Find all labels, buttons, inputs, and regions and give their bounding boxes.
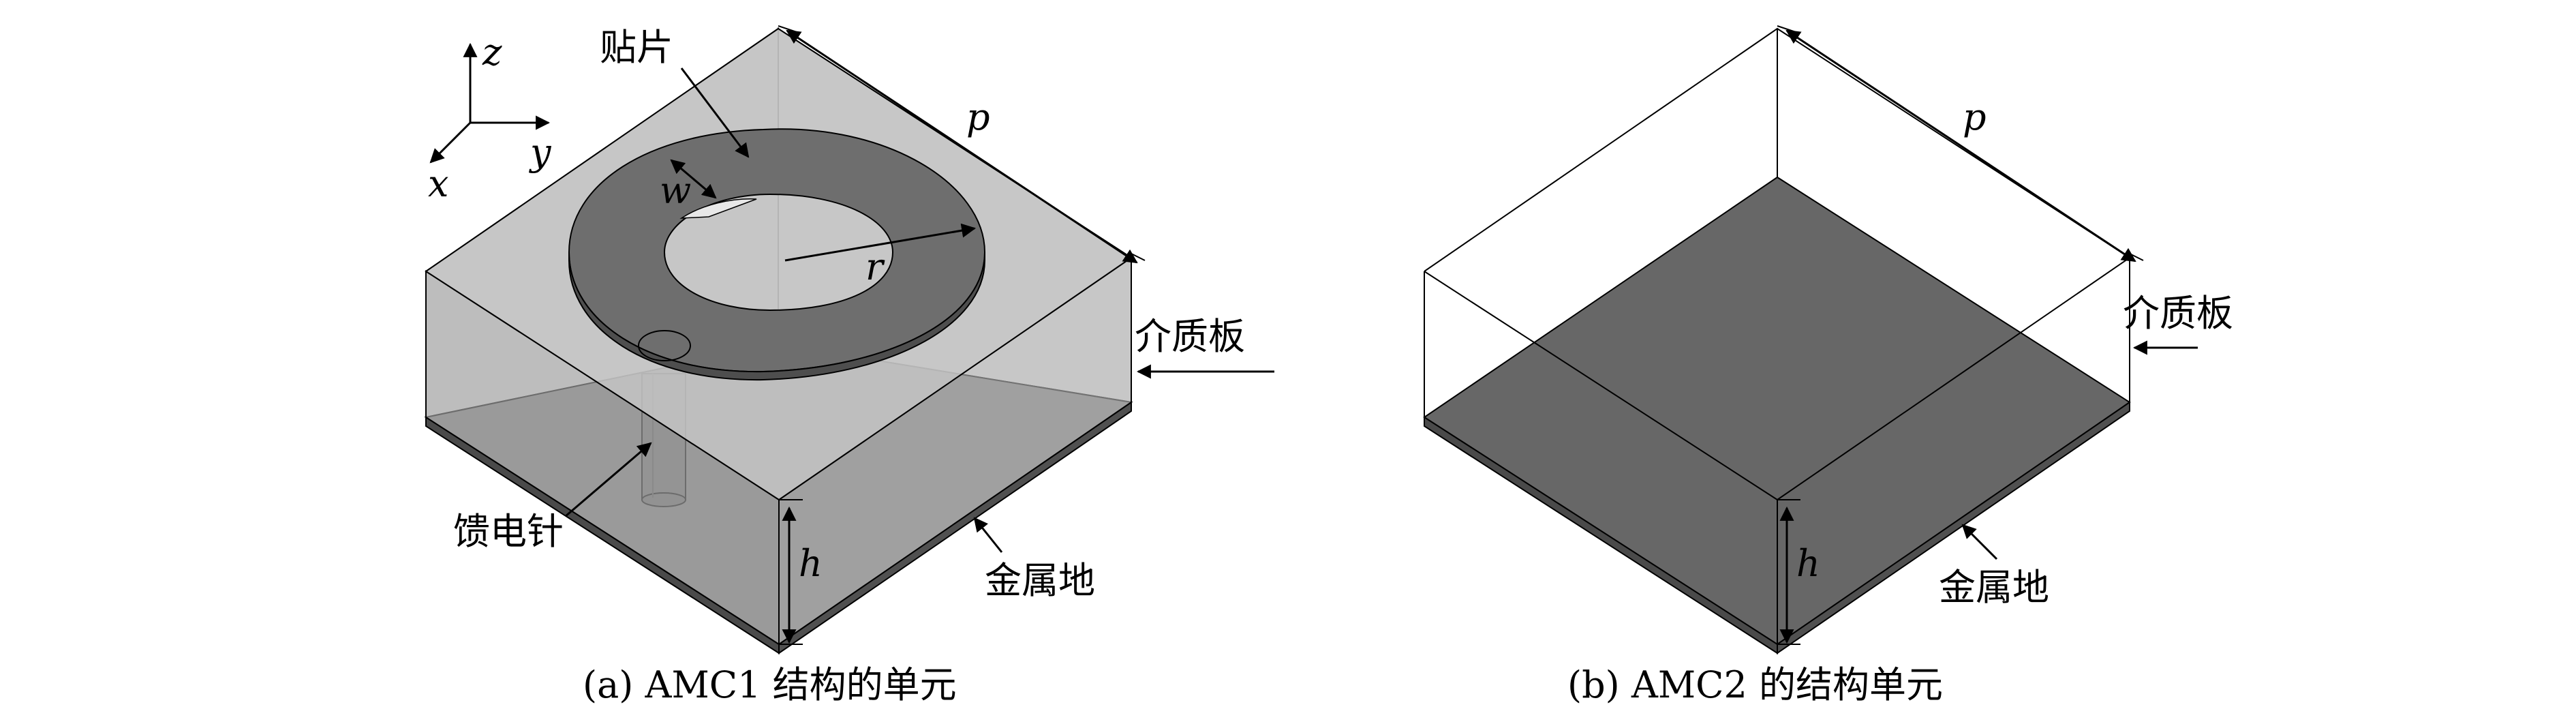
axis-label-y: y: [529, 131, 552, 174]
dimension-h-b: h: [1777, 499, 1820, 645]
panel-b: p h 介质板 金属地 (b) AMC2 的结构单元: [1423, 25, 2233, 706]
dimension-r: r: [784, 223, 977, 288]
callout-feed-pin: 馈电针: [453, 442, 652, 553]
coordinate-axes: z y x: [428, 31, 552, 205]
callout-patch: 贴片: [600, 26, 750, 158]
label-feed-pin: 馈电针: [453, 510, 564, 553]
axis-label-z: z: [482, 31, 502, 74]
caption-b: (b) AMC2 的结构单元: [1567, 663, 1943, 706]
label-substrate-b: 介质板: [2123, 292, 2233, 335]
callout-ground-b: 金属地: [1939, 524, 2049, 609]
dim-label-w: w: [660, 169, 691, 212]
label-patch: 贴片: [600, 26, 673, 69]
label-substrate-a: 介质板: [1135, 315, 1245, 358]
via-pad: [638, 330, 691, 361]
dimension-w: w: [660, 159, 717, 212]
substrate-box-b: [1423, 27, 2131, 655]
dim-label-h-b: h: [1796, 542, 1820, 585]
axis-label-x: x: [428, 162, 448, 205]
callout-substrate-b: 介质板: [2123, 292, 2233, 355]
callout-ground-a: 金属地: [973, 517, 1095, 602]
dimension-p-b: p: [1777, 25, 2144, 262]
dim-label-p: p: [966, 95, 990, 138]
dimension-h-a: h: [779, 499, 823, 645]
dim-label-h: h: [799, 542, 823, 585]
callout-substrate-a: 介质板: [1135, 315, 1274, 379]
label-ground-a: 金属地: [985, 559, 1095, 602]
dimension-p-a: p: [778, 25, 1146, 264]
dim-label-p-b: p: [1963, 95, 1987, 138]
panel-a: z y x p w r h 贴片: [424, 25, 1274, 706]
caption-a: (a) AMC1 结构的单元: [583, 663, 957, 706]
label-ground-b: 金属地: [1939, 566, 2049, 609]
dim-label-r: r: [865, 245, 885, 288]
